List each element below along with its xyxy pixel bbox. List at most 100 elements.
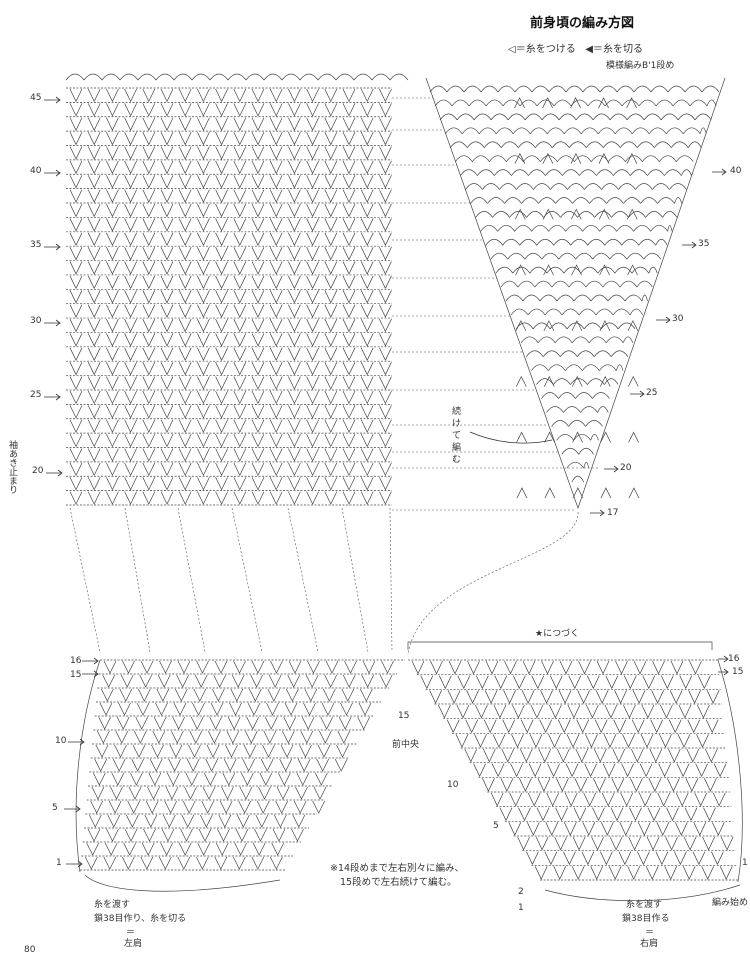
fan-stitch (178, 247, 192, 261)
fan-stitch (288, 448, 301, 462)
fan-stitch (600, 487, 612, 499)
fan-stitch (269, 247, 283, 261)
fan-stitch (111, 772, 125, 786)
fan-stitch (242, 758, 255, 772)
fan-stitch (215, 218, 228, 232)
fan-stitch (245, 730, 258, 744)
fan-stitch (160, 261, 174, 275)
fan-stitch (284, 702, 298, 716)
fan-stitch (251, 232, 265, 246)
fan-stitch (69, 333, 83, 347)
fan-stitch (306, 247, 319, 261)
fan-stitch (178, 232, 192, 246)
fan-stitch (519, 748, 533, 763)
fan-stitch (251, 333, 265, 347)
fan-stitch (288, 203, 301, 218)
fan-stitch (291, 828, 304, 842)
fan-stitch (455, 734, 469, 748)
fan-stitch (684, 807, 698, 822)
fan-stitch (457, 675, 471, 690)
fan-stitch (87, 88, 101, 103)
fan-stitch (360, 218, 374, 232)
fan-stitch (269, 175, 283, 189)
fan-stitch (554, 836, 567, 851)
fan-stitch (466, 690, 479, 704)
fan-stitch (87, 175, 101, 189)
continue-label: 続けて編む (452, 407, 462, 465)
fan-stitch (197, 88, 210, 103)
fan-stitch (360, 131, 374, 146)
fan-stitch (251, 218, 265, 232)
pattern-label: 模様編みB'1段め (606, 61, 675, 71)
fan-stitch (586, 704, 599, 719)
fan-stitch (379, 103, 392, 117)
center-front-label: 前中央 (392, 740, 420, 750)
mesh-row (556, 433, 599, 441)
fan-stitch (69, 347, 83, 362)
fan-stitch (69, 261, 83, 275)
brace-line (407, 641, 713, 650)
fan-stitch (124, 117, 137, 131)
fan-stitch (301, 716, 315, 730)
row-label: 40 (730, 166, 742, 176)
fan-stitch (122, 660, 135, 674)
fan-stitch (485, 660, 499, 675)
fan-stitch (360, 189, 374, 203)
fan-stitch (69, 376, 83, 390)
fan-stitch (295, 786, 308, 800)
fan-stitch (124, 390, 137, 405)
fan-stitch (69, 318, 83, 333)
fan-stitch (720, 836, 734, 851)
mesh-row (566, 461, 590, 469)
fan-stitch (106, 419, 119, 433)
fan-stitch (269, 218, 283, 232)
fan-stitch (342, 189, 356, 203)
fan-stitch (596, 660, 610, 675)
fan-stitch (342, 376, 356, 390)
fan-stitch (342, 117, 356, 131)
fan-stitch (110, 786, 123, 800)
connector-line (287, 507, 319, 653)
fan-stitch (233, 405, 247, 419)
fan-stitch (69, 275, 83, 290)
fan-stitch (447, 690, 461, 704)
fan-stitch (160, 477, 174, 491)
fan-stitch (215, 160, 228, 175)
fan-stitch (142, 376, 156, 390)
fan-stitch (163, 814, 176, 828)
fan-stitch (161, 828, 175, 842)
fan-stitch (465, 719, 479, 734)
fan-stitch (627, 866, 641, 880)
fan-stitch (160, 405, 174, 419)
mesh-row (520, 336, 634, 344)
fan-stitch (651, 690, 664, 704)
fan-stitch (239, 786, 253, 800)
fan-stitch (87, 376, 101, 390)
fan-stitch (288, 318, 301, 333)
fan-stitch (646, 836, 660, 851)
fan-stitch (521, 690, 535, 704)
fan-stitch (215, 275, 228, 290)
mesh-row (485, 238, 668, 246)
page-number: 80 (24, 945, 36, 955)
fan-stitch (272, 828, 286, 842)
fan-stitch (124, 203, 137, 218)
fan-stitch (192, 702, 205, 716)
fan-stitch (306, 160, 319, 175)
fan-stitch (342, 433, 356, 448)
fan-stitch (124, 247, 137, 261)
fan-stitch (160, 448, 174, 462)
fan-stitch (362, 660, 376, 674)
fan-stitch (251, 103, 265, 117)
fan-stitch (512, 675, 526, 690)
fan-stitch (215, 261, 228, 275)
fan-stitch (251, 462, 265, 477)
fan-stitch (124, 477, 137, 491)
fan-stitch (274, 814, 287, 828)
fan-stitch (197, 318, 210, 333)
fan-stitch (132, 744, 146, 758)
fan-stitch (197, 842, 210, 856)
fan-stitch (124, 290, 137, 304)
fan-stitch (269, 462, 283, 477)
fan-stitch (275, 800, 288, 814)
